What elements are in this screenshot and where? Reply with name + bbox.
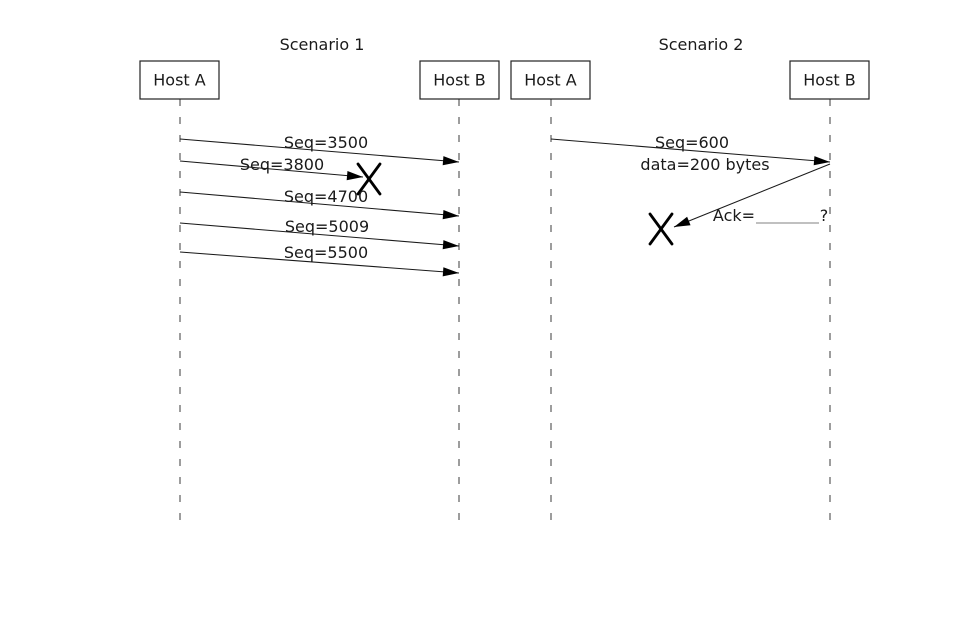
scenario-1-message-1: Seq=3800 <box>179 155 382 196</box>
scenario-2-host-a-label: Host A <box>524 71 577 90</box>
arrowhead-icon <box>813 156 830 166</box>
scenario-2-message-1: Ack=? <box>648 163 831 246</box>
loss-x-mark-icon <box>648 212 674 246</box>
x-stroke <box>356 162 382 196</box>
scenario-2-message-0: Seq=600 data=200 bytes <box>550 133 831 174</box>
scenario-2-host-b-box <box>789 60 870 100</box>
message-line <box>550 138 831 163</box>
message-line <box>179 191 460 217</box>
message-label: Seq=5500 <box>284 243 368 262</box>
arrowhead-icon <box>442 240 459 250</box>
message-label: Seq=5009 <box>285 217 369 236</box>
message-line <box>179 138 460 163</box>
arrowhead-icon <box>442 156 459 166</box>
message-line <box>673 163 831 228</box>
arrowhead-icon <box>442 210 459 220</box>
scenario-1-host-a-label: Host A <box>153 71 206 90</box>
message-label: Seq=4700 <box>284 187 368 206</box>
scenario-1-host-b-box <box>419 60 500 100</box>
message-label: Seq=3500 <box>284 133 368 152</box>
scenario-2-host-b-label: Host B <box>803 71 856 90</box>
scenario-1-message-0: Seq=3500 <box>179 133 460 166</box>
arrowhead-icon <box>346 171 363 181</box>
scenario-2-title: Scenario 2 <box>659 35 744 54</box>
scenario-1-host-a-box <box>139 60 220 100</box>
scenario-1-message-2: Seq=4700 <box>179 187 460 220</box>
x-stroke <box>648 212 674 246</box>
message-label: Seq=3800 <box>240 155 324 174</box>
scenario-2-host-a-box <box>510 60 591 100</box>
scenario-1: Host A Host B Seq=3500Seq=3800Seq=4700Seq=… <box>139 35 500 520</box>
message-line <box>179 222 460 247</box>
arrowhead-icon <box>442 267 459 277</box>
scenario-1-host-b-label: Host B <box>433 71 486 90</box>
message-label: data=200 bytes <box>640 155 769 174</box>
loss-x-mark-icon <box>356 162 382 196</box>
message-line <box>179 251 460 274</box>
scenario-1-message-4: Seq=5500 <box>179 243 460 277</box>
arrowhead-icon <box>674 216 691 227</box>
message-line <box>179 160 364 178</box>
scenario-1-title: Scenario 1 <box>280 35 365 54</box>
message-label: ? <box>820 206 829 225</box>
message-label: Seq=600 <box>655 133 729 152</box>
scenario-1-message-3: Seq=5009 <box>179 217 460 250</box>
message-label: Ack= <box>713 206 755 225</box>
